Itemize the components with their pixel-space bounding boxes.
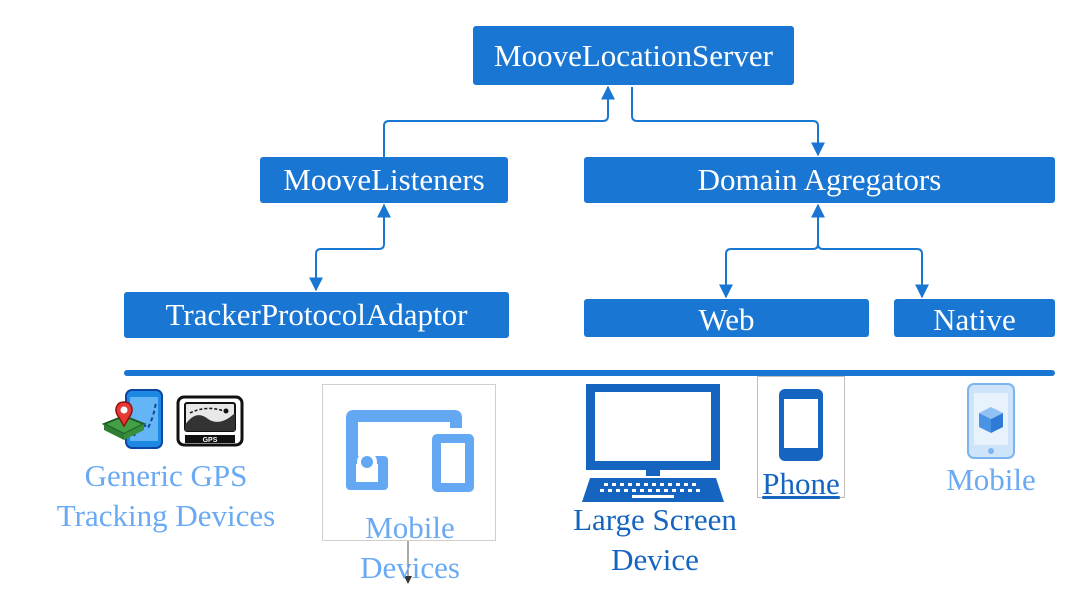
edge-adaptor-listeners bbox=[309, 203, 391, 292]
gps-device-icon: GPS bbox=[176, 395, 244, 447]
node-moove-location-server: MooveLocationServer bbox=[473, 26, 794, 85]
mobile-devices-frame bbox=[322, 384, 496, 541]
label-phone-text: Phone bbox=[762, 466, 840, 501]
node-web: Web bbox=[584, 299, 869, 337]
edge-native-aggregators bbox=[817, 243, 929, 299]
laptop-icon bbox=[582, 384, 724, 502]
label-mobile: Mobile bbox=[930, 460, 1052, 500]
edge-server-aggregators bbox=[631, 87, 825, 157]
label-phone: Phone bbox=[757, 464, 845, 504]
gps-badge-text: GPS bbox=[203, 437, 218, 444]
node-native: Native bbox=[894, 299, 1055, 337]
label-large-screen: Large Screen Device bbox=[550, 500, 760, 580]
node-moove-listeners: MooveListeners bbox=[260, 157, 508, 203]
label-large-screen-text: Large Screen Device bbox=[573, 502, 737, 577]
phone-icon bbox=[779, 389, 823, 461]
label-generic-gps-text: Generic GPS Tracking Devices bbox=[56, 458, 276, 533]
bottom-tick-arrow bbox=[404, 541, 412, 584]
edge-web-aggregators bbox=[719, 203, 825, 299]
label-mobile-devices-text: Mobile Devices bbox=[360, 510, 460, 585]
label-generic-gps: Generic GPS Tracking Devices bbox=[40, 456, 292, 536]
gps-map-phone-icon bbox=[102, 389, 163, 449]
divider-line bbox=[124, 370, 1055, 376]
node-tracker-protocol-adaptor: TrackerProtocolAdaptor bbox=[124, 292, 509, 338]
mobile-cube-icon bbox=[967, 383, 1015, 459]
phone-frame bbox=[757, 376, 845, 498]
node-domain-aggregators: Domain Agregators bbox=[584, 157, 1055, 203]
edge-listeners-server bbox=[383, 85, 615, 157]
devices-icon bbox=[346, 410, 474, 492]
label-mobile-devices: Mobile Devices bbox=[322, 508, 498, 588]
label-mobile-text: Mobile bbox=[946, 462, 1036, 497]
